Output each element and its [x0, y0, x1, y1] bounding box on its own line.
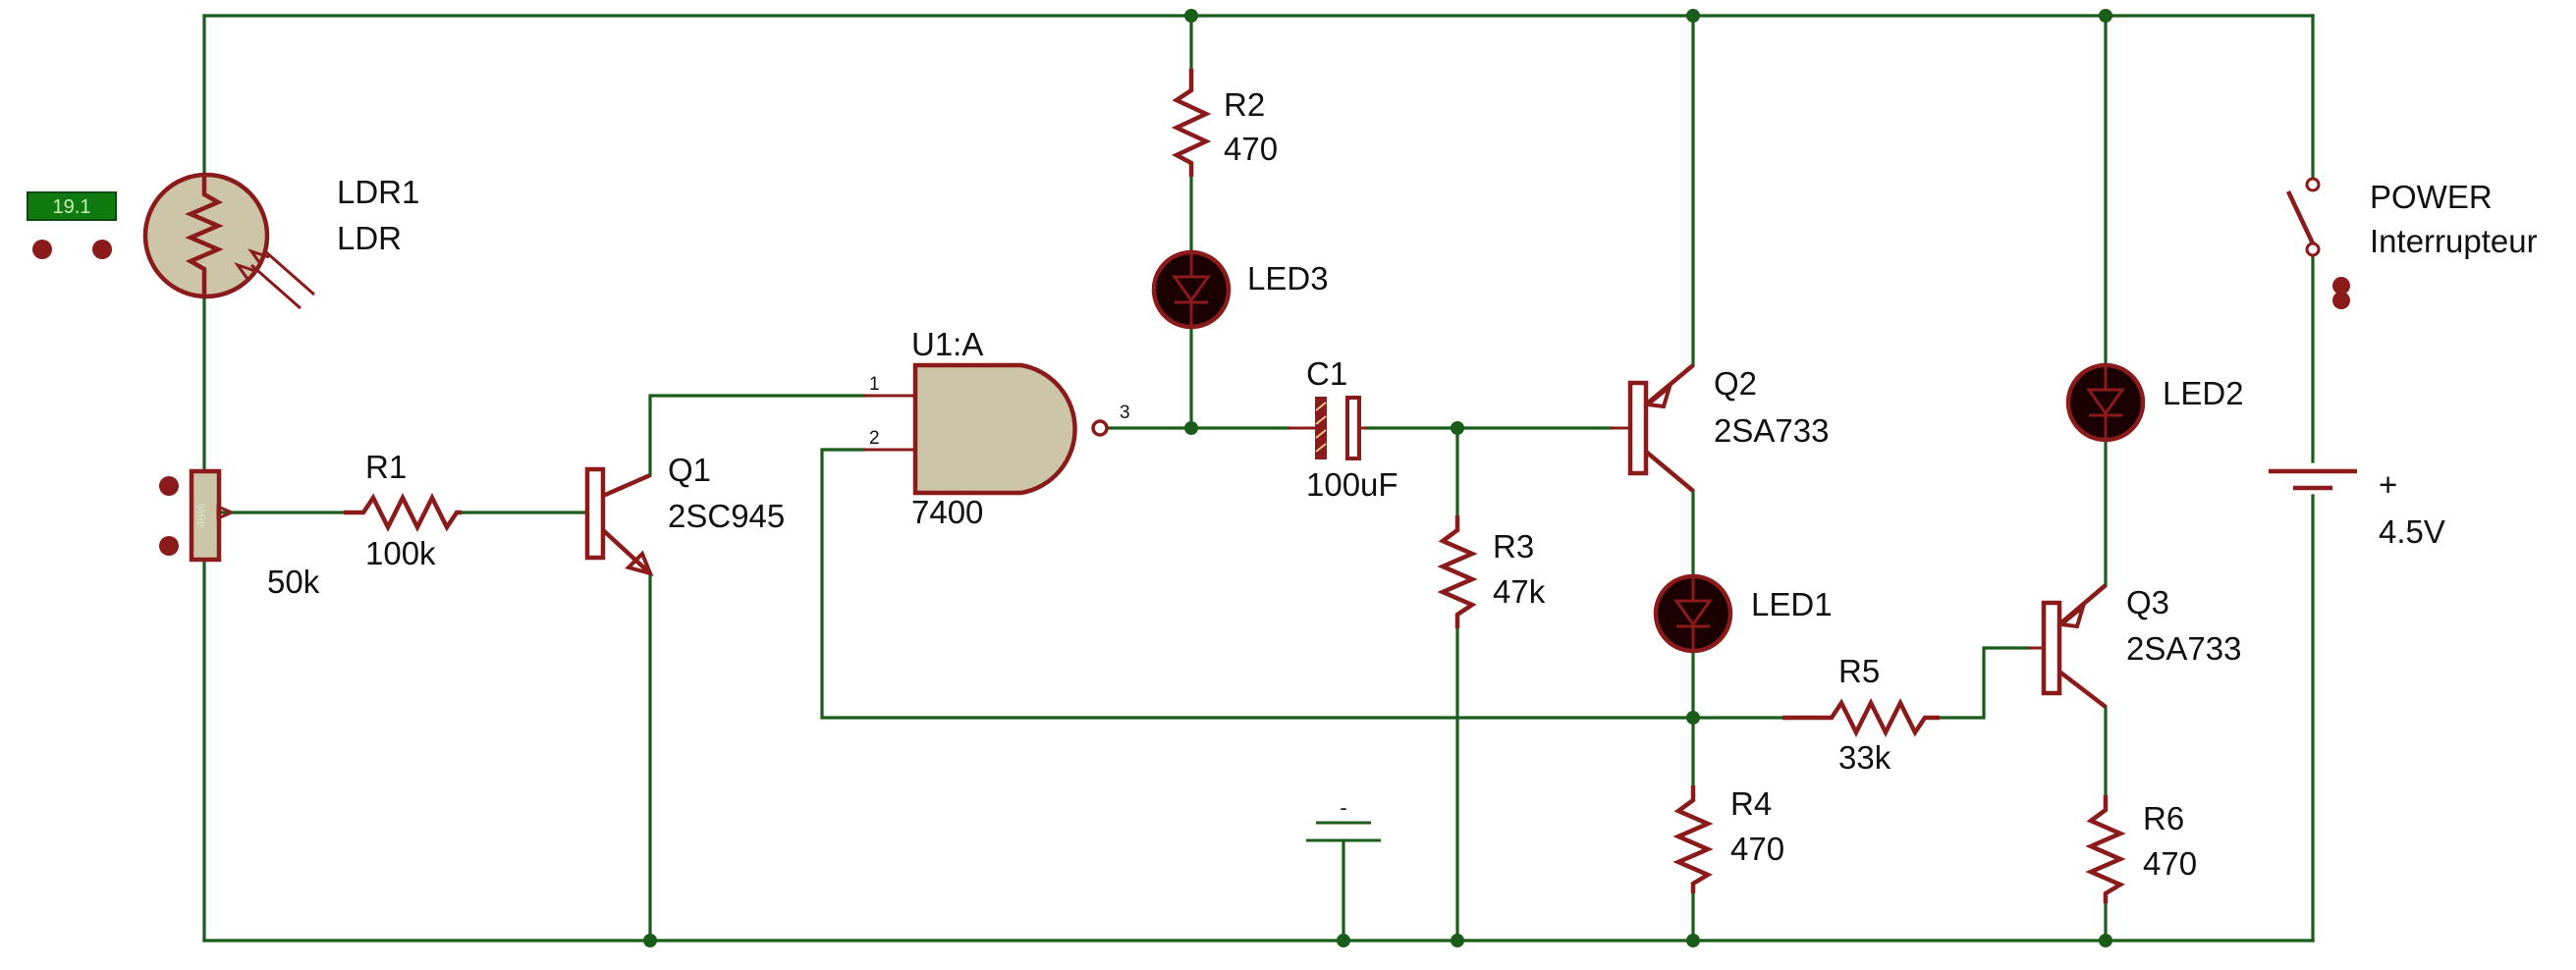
- ground-symbol: [1306, 821, 1381, 842]
- r6-value: 470: [2143, 845, 2197, 882]
- r1-ref: R1: [365, 449, 407, 485]
- battery-polarity: +: [2379, 466, 2397, 503]
- q3-pnp-transistor[interactable]: [2028, 583, 2108, 709]
- pot-down-button[interactable]: [159, 536, 179, 556]
- q3-ref: Q3: [2126, 584, 2169, 620]
- q2-ref: Q2: [1714, 365, 1757, 402]
- r3-ref: R3: [1493, 528, 1534, 565]
- u1a-pin1-label: 1: [869, 374, 880, 395]
- switch-toggle-button[interactable]: [2332, 277, 2350, 295]
- r2-value: 470: [1224, 131, 1278, 167]
- battery-value: 4.5V: [2379, 513, 2445, 550]
- led1-component[interactable]: [1653, 573, 1733, 654]
- ldr-meter-reading: 19.1: [53, 196, 91, 218]
- r6-resistor[interactable]: [2085, 795, 2126, 903]
- led1-ref: LED1: [1751, 586, 1833, 622]
- r4-resistor[interactable]: [1672, 785, 1714, 893]
- c1-ref: C1: [1306, 355, 1347, 392]
- q1-value: 2SC945: [668, 498, 785, 534]
- c1-capacitor[interactable]: [1288, 396, 1367, 460]
- q1-ref: Q1: [668, 452, 711, 488]
- r4-ref: R4: [1730, 785, 1772, 822]
- pot-value: 50k: [267, 564, 320, 600]
- u1a-pin2-label: 2: [869, 428, 880, 449]
- switch-ref: POWER: [2370, 179, 2493, 215]
- r5-resistor[interactable]: [1782, 697, 1940, 738]
- r2-resistor[interactable]: [1171, 69, 1212, 177]
- r6-ref: R6: [2143, 800, 2184, 836]
- q2-value: 2SA733: [1714, 412, 1829, 449]
- ldr-meter[interactable]: 19.1: [27, 191, 117, 259]
- r3-value: 47k: [1493, 573, 1546, 610]
- u1a-nand-gate[interactable]: [864, 362, 1109, 496]
- u1a-value: 7400: [911, 494, 983, 530]
- r3-resistor[interactable]: [1437, 515, 1478, 628]
- battery-component[interactable]: [2269, 468, 2357, 491]
- r1-value: 100k: [365, 535, 436, 571]
- led2-component[interactable]: [2065, 362, 2146, 443]
- r5-ref: R5: [1838, 653, 1880, 689]
- c1-value: 100uF: [1306, 466, 1398, 503]
- power-switch[interactable]: [2285, 177, 2350, 309]
- meter-up-button[interactable]: [92, 240, 112, 259]
- pot-up-button[interactable]: [159, 476, 179, 496]
- q3-value: 2SA733: [2126, 630, 2241, 667]
- light-arrows-icon: [234, 248, 315, 310]
- pot-setting: 46%: [194, 504, 208, 527]
- r1-resistor[interactable]: [344, 492, 462, 533]
- r5-value: 33k: [1838, 739, 1891, 776]
- ldr1-ref: LDR1: [337, 174, 419, 210]
- q2-pnp-transistor[interactable]: [1611, 363, 1695, 493]
- switch-value: Interrupteur: [2370, 223, 2538, 259]
- u1a-pin3-label: 3: [1120, 403, 1130, 423]
- r4-value: 470: [1730, 831, 1784, 867]
- switch-toggle-button-2[interactable]: [2332, 292, 2350, 309]
- led2-ref: LED2: [2163, 375, 2244, 411]
- q1-npn-transistor[interactable]: [584, 466, 654, 576]
- junctions: [643, 9, 2112, 947]
- u1a-ref: U1:A: [911, 326, 983, 362]
- wires: [202, 14, 2315, 943]
- meter-down-button[interactable]: [32, 240, 52, 259]
- led3-ref: LED3: [1247, 260, 1329, 296]
- potentiometer-component[interactable]: 46%: [159, 468, 233, 563]
- r2-ref: R2: [1224, 86, 1265, 123]
- ldr1-value: LDR: [337, 220, 402, 256]
- ground-label: -: [1340, 795, 1346, 820]
- ldr1-component[interactable]: [142, 172, 315, 310]
- led3-component[interactable]: [1151, 249, 1232, 330]
